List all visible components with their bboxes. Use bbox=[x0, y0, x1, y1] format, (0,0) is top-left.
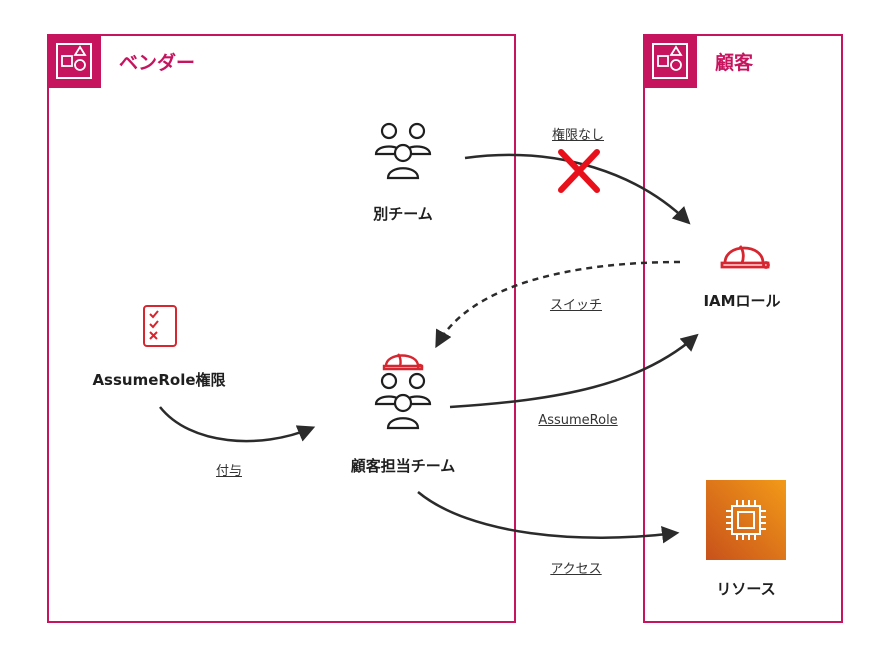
users-icon bbox=[372, 120, 434, 186]
node-label-other-team: 別チーム bbox=[373, 205, 433, 223]
vendor-title: ベンダー bbox=[119, 52, 196, 74]
edge-access bbox=[417, 491, 680, 544]
node-label-iam-role: IAMロール bbox=[703, 292, 781, 310]
customer-panel: 顧客 bbox=[643, 34, 843, 623]
blocked-cross-icon bbox=[558, 149, 600, 193]
node-label-resource: リソース bbox=[716, 580, 776, 598]
edge-label-access: アクセス bbox=[550, 562, 602, 577]
edge-label-no-permission: 権限なし bbox=[551, 128, 605, 143]
edge-no-permission bbox=[464, 153, 691, 225]
vendor-panel: ベンダー bbox=[47, 34, 516, 623]
hardhat-icon bbox=[381, 346, 425, 376]
edge-grant bbox=[159, 406, 316, 443]
customer-account-icon bbox=[643, 34, 697, 88]
users-icon bbox=[372, 370, 434, 436]
checklist-icon bbox=[139, 303, 181, 353]
vendor-account-icon bbox=[47, 34, 101, 88]
edge-label-grant: 付与 bbox=[215, 464, 243, 479]
edge-label-switch: スイッチ bbox=[549, 298, 603, 313]
ec2-instance-icon bbox=[706, 480, 786, 564]
edge-assume-role bbox=[449, 333, 699, 409]
iam-role-hardhat-icon bbox=[718, 236, 772, 276]
edge-label-assume-role: AssumeRole bbox=[538, 413, 618, 428]
node-label-assume-role-permission: AssumeRole権限 bbox=[92, 371, 226, 389]
customer-title: 顧客 bbox=[715, 52, 754, 74]
node-label-customer-team: 顧客担当チーム bbox=[350, 457, 456, 475]
